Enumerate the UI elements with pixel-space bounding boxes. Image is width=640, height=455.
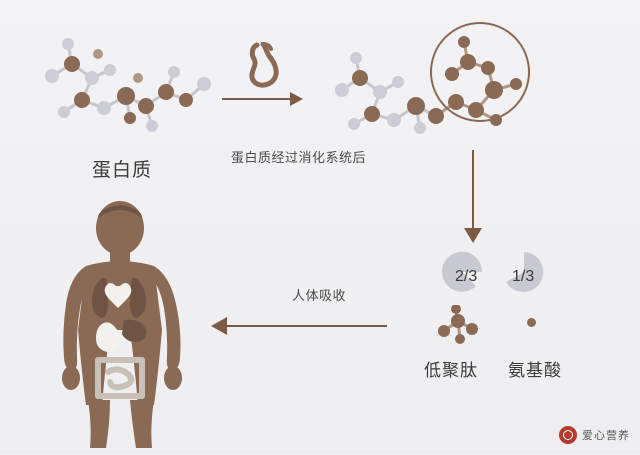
protein-molecule-icon bbox=[34, 34, 224, 149]
watermark-logo-icon bbox=[559, 426, 577, 444]
one-third-label: 1/3 bbox=[512, 268, 535, 285]
peptide-label: 低聚肽 bbox=[424, 361, 478, 380]
watermark: 爱心营养 bbox=[559, 426, 630, 444]
arrow-absorption bbox=[227, 325, 387, 327]
stomach-icon bbox=[243, 41, 283, 93]
arrow-digestion-head bbox=[290, 92, 303, 106]
two-thirds-label: 2/3 bbox=[455, 268, 478, 285]
amino-acid-label: 氨基酸 bbox=[508, 361, 562, 380]
one-third-shape bbox=[500, 248, 548, 301]
human-body-icon bbox=[58, 200, 218, 455]
peptide-molecule-icon bbox=[434, 304, 484, 354]
highlight-circle bbox=[430, 22, 530, 122]
protein-label: 蛋白质 bbox=[92, 160, 153, 181]
two-thirds-shape bbox=[438, 248, 486, 301]
arrow-absorption-head bbox=[211, 317, 227, 335]
absorption-label: 人体吸收 bbox=[292, 288, 347, 303]
arrow-breakdown-head bbox=[464, 228, 482, 243]
watermark-text: 爱心营养 bbox=[582, 430, 630, 442]
digestion-label: 蛋白质经过消化系统后 bbox=[231, 150, 367, 165]
arrow-breakdown bbox=[472, 150, 474, 230]
amino-acid-dot bbox=[527, 318, 536, 327]
arrow-digestion bbox=[222, 98, 292, 100]
